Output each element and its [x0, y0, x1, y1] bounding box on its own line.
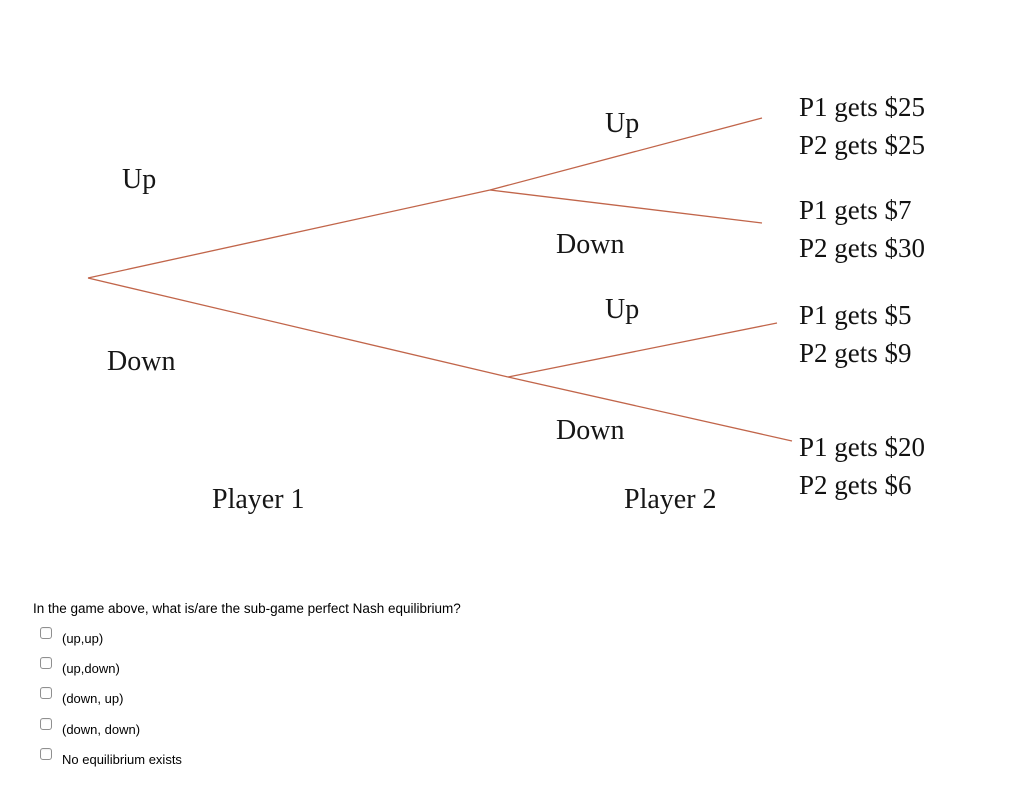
option-label: (up,down): [62, 661, 120, 676]
question-text: In the game above, what is/are the sub-g…: [33, 601, 461, 616]
answer-option-up-up: (up,up): [40, 627, 103, 646]
branch-label-p2-lower-up: Up: [605, 294, 640, 325]
branch-label-p2-lower-down: Down: [556, 415, 625, 446]
edge-p1-down: [87, 277, 509, 378]
payoff-p1-text: P1 gets $5: [799, 300, 912, 330]
edge-p2-upper-down: [489, 189, 763, 224]
player1-label: Player 1: [212, 484, 305, 515]
player2-label: Player 2: [624, 484, 717, 515]
branch-label-p1-up: Up: [122, 164, 157, 195]
payoff-up-up: P1 gets $25 P2 gets $25: [799, 88, 925, 164]
payoff-up-down: P1 gets $7 P2 gets $30: [799, 191, 925, 267]
edge-p2-upper-up: [489, 117, 763, 191]
option-checkbox-up-down[interactable]: [40, 657, 52, 669]
edge-p1-up: [87, 189, 491, 279]
option-checkbox-no-equilibrium[interactable]: [40, 748, 52, 760]
answer-option-up-down: (up,down): [40, 657, 120, 676]
option-checkbox-down-down[interactable]: [40, 718, 52, 730]
payoff-down-up: P1 gets $5 P2 gets $9: [799, 296, 912, 372]
branch-label-p2-upper-down: Down: [556, 229, 625, 260]
payoff-p2-text: P2 gets $9: [799, 338, 912, 368]
payoff-p1-text: P1 gets $20: [799, 432, 926, 462]
payoff-p1-text: P1 gets $25: [799, 92, 926, 122]
option-label: No equilibrium exists: [62, 752, 182, 767]
payoff-p2-text: P2 gets $30: [799, 233, 926, 263]
option-checkbox-up-up[interactable]: [40, 627, 52, 639]
payoff-p2-text: P2 gets $6: [799, 470, 912, 500]
edge-p2-lower-up: [507, 322, 778, 378]
branch-label-p2-upper-up: Up: [605, 108, 640, 139]
branch-label-p1-down: Down: [107, 346, 176, 377]
option-label: (down, up): [62, 691, 124, 706]
option-label: (up,up): [62, 631, 104, 646]
option-label: (down, down): [62, 722, 141, 737]
payoff-p2-text: P2 gets $25: [799, 130, 926, 160]
answer-option-down-down: (down, down): [40, 718, 140, 737]
answer-option-down-up: (down, up): [40, 687, 123, 706]
answer-option-no-equilibrium: No equilibrium exists: [40, 748, 182, 767]
option-checkbox-down-up[interactable]: [40, 687, 52, 699]
payoff-down-down: P1 gets $20 P2 gets $6: [799, 428, 925, 504]
payoff-p1-text: P1 gets $7: [799, 195, 912, 225]
edge-p2-lower-down: [507, 376, 793, 442]
